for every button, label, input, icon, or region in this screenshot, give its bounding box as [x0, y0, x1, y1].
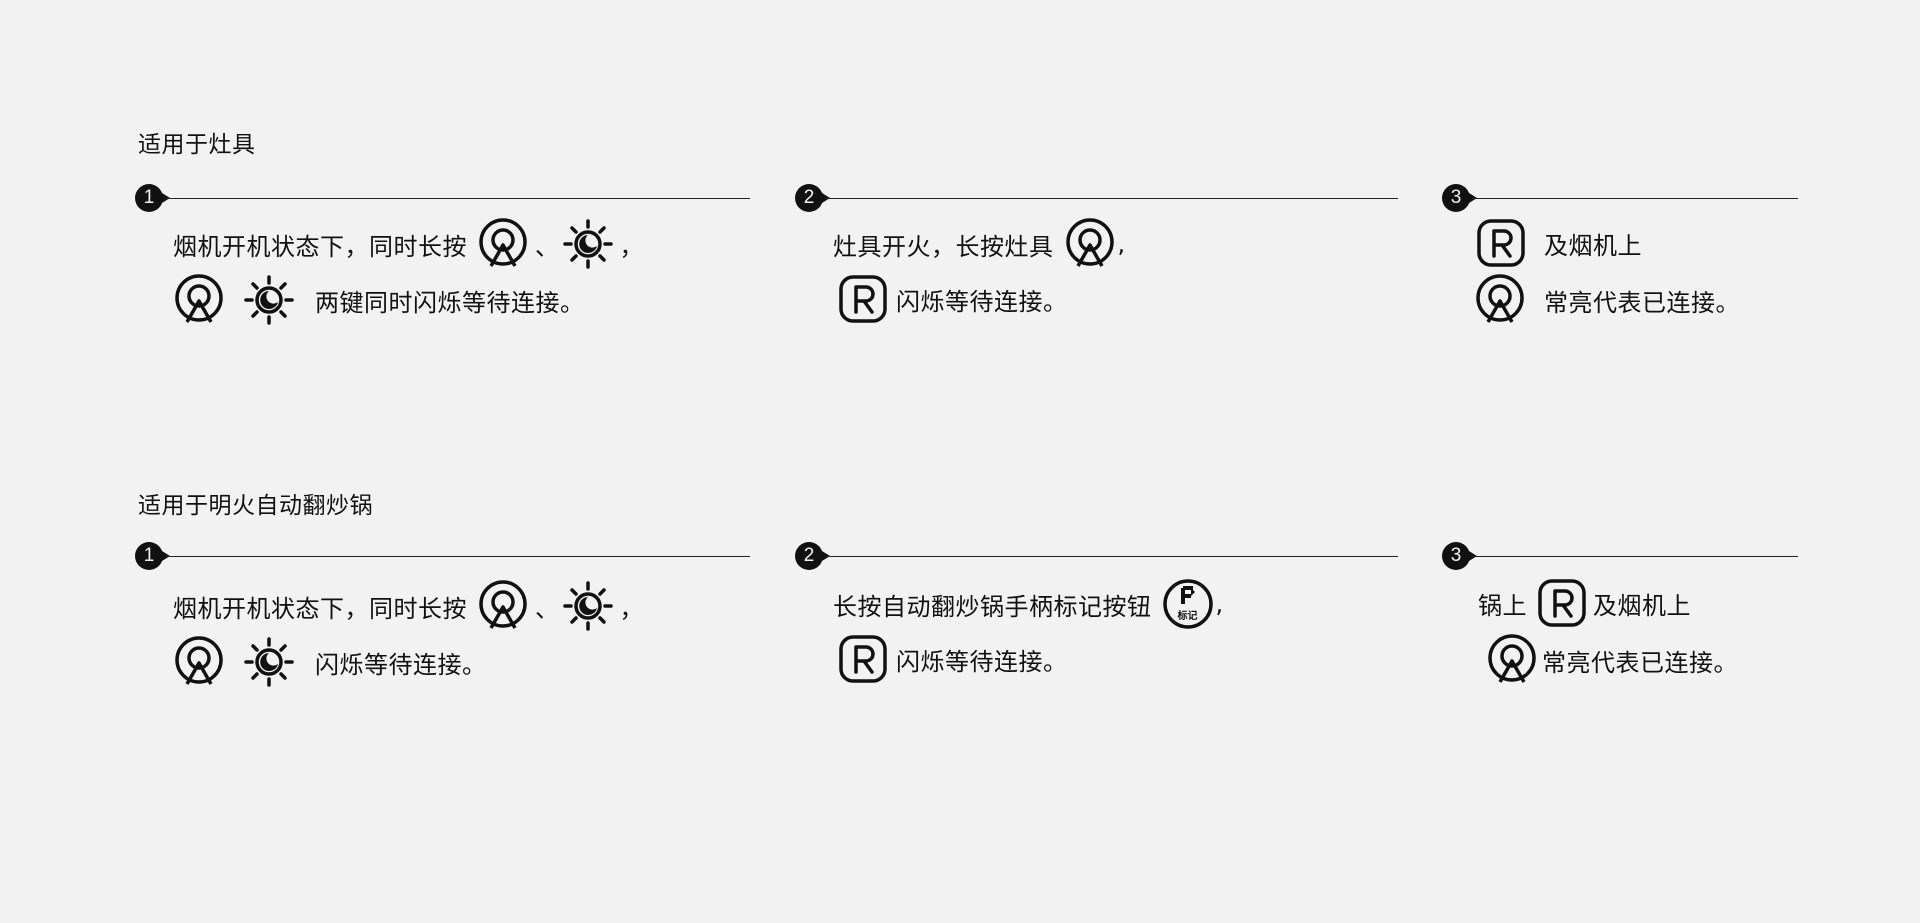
step-2: 2 — [795, 542, 1398, 572]
step-line-1: 长按自动翻炒锅手柄标记按钮 标记 , — [833, 578, 1224, 630]
r-logo-icon — [838, 634, 888, 684]
r-logo-icon — [838, 274, 888, 324]
light-moon-icon — [562, 580, 614, 632]
step-1: 1 — [135, 184, 750, 214]
step-number: 1 — [135, 542, 170, 570]
step-text: 及烟机上 — [1544, 231, 1642, 260]
stove-signal-icon — [477, 218, 529, 270]
stove-signal-icon — [173, 636, 225, 688]
step-text: 闪烁等待连接。 — [896, 287, 1068, 316]
step-line-1: 及烟机上 — [1476, 218, 1642, 268]
separator: 、 — [535, 232, 560, 261]
step-number: 3 — [1442, 184, 1477, 212]
stove-signal-icon — [477, 580, 529, 632]
step-number: 2 — [795, 542, 830, 570]
divider-line — [1472, 198, 1798, 199]
comma: ， — [619, 594, 644, 623]
comma: ， — [619, 232, 644, 261]
divider-line — [825, 198, 1398, 199]
step-number: 2 — [795, 184, 830, 212]
section-title-wok: 适用于明火自动翻炒锅 — [138, 493, 373, 519]
light-moon-icon — [243, 274, 295, 326]
divider-line — [1472, 556, 1798, 557]
stove-signal-icon — [1486, 634, 1538, 686]
section-title-stove: 适用于灶具 — [138, 132, 256, 158]
step-text: 常亮代表已连接。 — [1542, 648, 1738, 677]
step-line-2: 两键同时闪烁等待连接。 — [173, 274, 585, 326]
divider-line — [825, 556, 1398, 557]
step-3: 3 — [1442, 184, 1798, 214]
step-line-1: 灶具开火，长按灶具 , — [833, 218, 1126, 270]
comma: , — [1117, 230, 1126, 258]
light-moon-icon — [562, 218, 614, 270]
step-text: 两键同时闪烁等待连接。 — [315, 288, 585, 317]
step-line-2: 闪烁等待连接。 — [838, 274, 1068, 324]
divider-line — [165, 198, 750, 199]
stove-signal-icon — [1474, 274, 1526, 326]
step-text: 锅上 — [1478, 591, 1527, 620]
step-text: 灶具开火，长按灶具 — [833, 232, 1054, 261]
step-2: 2 — [795, 184, 1398, 214]
light-moon-icon — [243, 636, 295, 688]
r-logo-icon — [1537, 578, 1587, 628]
step-text: 烟机开机状态下，同时长按 — [173, 594, 467, 623]
comma: , — [1215, 590, 1224, 618]
step-text: 闪烁等待连接。 — [315, 650, 487, 679]
step-text: 烟机开机状态下，同时长按 — [173, 232, 467, 261]
step-text: 及烟机上 — [1593, 591, 1691, 620]
step-1: 1 — [135, 542, 750, 572]
step-line-1: 锅上 及烟机上 — [1478, 578, 1691, 628]
stove-signal-icon — [1064, 218, 1116, 270]
step-line-2: 常亮代表已连接。 — [1486, 634, 1738, 686]
mark-button-icon: 标记 — [1162, 578, 1214, 630]
step-number: 1 — [135, 184, 170, 212]
step-line-2: 闪烁等待连接。 — [838, 634, 1068, 684]
mark-badge-label: 标记 — [1177, 611, 1198, 622]
divider-line — [165, 556, 750, 557]
step-line-1: 烟机开机状态下，同时长按 、 ， — [173, 218, 644, 270]
step-line-2: 闪烁等待连接。 — [173, 636, 487, 688]
step-text: 闪烁等待连接。 — [896, 647, 1068, 676]
r-logo-icon — [1476, 218, 1526, 268]
separator: 、 — [535, 594, 560, 623]
step-3: 3 — [1442, 542, 1798, 572]
step-number: 3 — [1442, 542, 1477, 570]
step-text: 长按自动翻炒锅手柄标记按钮 — [833, 592, 1152, 621]
step-line-1: 烟机开机状态下，同时长按 、 ， — [173, 580, 644, 632]
step-text: 常亮代表已连接。 — [1544, 288, 1740, 317]
stove-signal-icon — [173, 274, 225, 326]
step-line-2: 常亮代表已连接。 — [1474, 274, 1740, 326]
